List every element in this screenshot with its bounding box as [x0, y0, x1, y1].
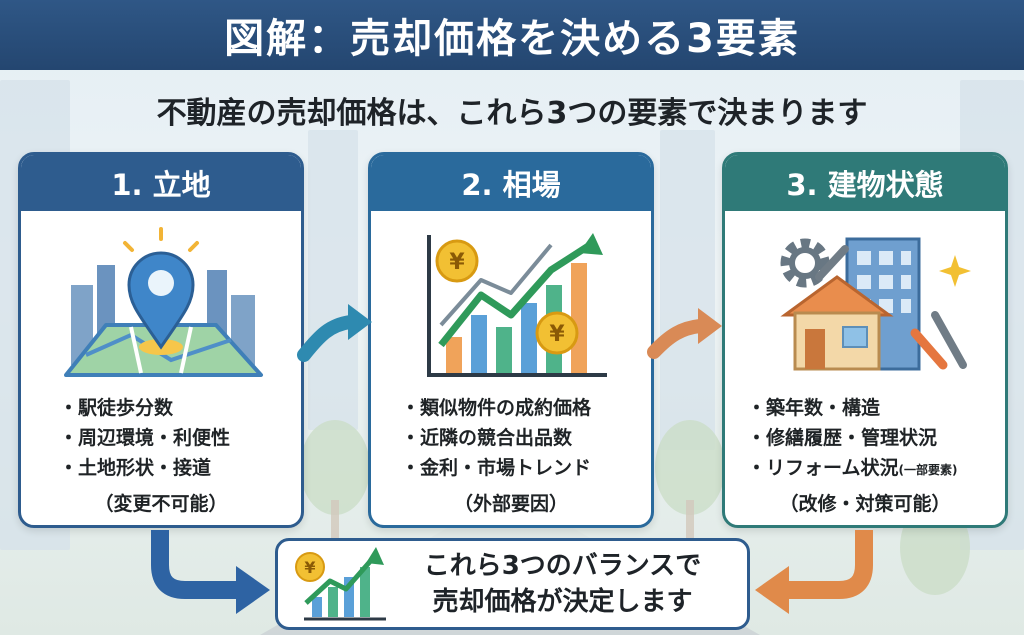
- result-text: これら3つのバランスで 売却価格が決定します: [396, 548, 747, 620]
- bg-tree-trunk: [686, 500, 694, 555]
- yen-coin-icon: ¥: [295, 552, 325, 582]
- result-line-1: これら3つのバランスで: [423, 551, 702, 581]
- arrow-down-left-icon: [785, 530, 873, 599]
- yen-coin-icon: ¥: [535, 311, 579, 355]
- list-item: 修繕履歴・管理状況: [725, 423, 1005, 453]
- gear-icon: [780, 238, 830, 288]
- title-bar: 図解：売却価格を決める3要素: [0, 0, 1024, 70]
- bg-tree-trunk: [331, 500, 339, 555]
- list-item-suffix: (一部要素): [898, 463, 958, 477]
- list-item: リフォーム状況(一部要素): [725, 453, 1005, 485]
- card-note: （改修・対策可能）: [779, 493, 951, 515]
- bg-building: [308, 130, 358, 430]
- list-item: 近隣の競合出品数: [371, 423, 651, 453]
- arrow-head: [236, 566, 270, 614]
- svg-text:¥: ¥: [549, 322, 565, 347]
- list-item: 築年数・構造: [725, 393, 1005, 423]
- svg-text:¥: ¥: [304, 558, 315, 577]
- house-icon: [780, 275, 894, 371]
- result-box: ¥ これら3つのバランスで 売却価格が決定します: [275, 538, 750, 630]
- growth-chart-icon: ¥ ¥: [427, 233, 607, 377]
- card-note: （変更不可能）: [94, 493, 228, 515]
- map-pin-icon: [64, 227, 263, 377]
- building-icon: [780, 237, 971, 371]
- subtitle: 不動産の売却価格は、これら3つの要素で決まります: [156, 96, 868, 131]
- yen-coin-icon: ¥: [435, 239, 479, 283]
- card-heading: 3. 建物状態: [725, 155, 1005, 211]
- list-item: 類似物件の成約価格: [371, 393, 651, 423]
- card-location: 1. 立地 駅徒歩分数 周辺環境・利便性 土地形状・接道 （変更不可能）: [18, 152, 304, 528]
- sparkle-icon: [939, 255, 971, 287]
- card-heading: 1. 立地: [21, 155, 301, 211]
- arrow-head: [755, 566, 789, 614]
- svg-text:¥: ¥: [449, 250, 465, 275]
- page-title: 図解：売却価格を決める3要素: [224, 16, 800, 62]
- growth-chart-icon: ¥: [295, 547, 386, 621]
- list-item: 周辺環境・利便性: [21, 423, 301, 453]
- card-note: （外部要因）: [453, 493, 568, 515]
- list-item: 金利・市場トレンド: [371, 453, 651, 483]
- card-factor-list: 類似物件の成約価格 近隣の競合出品数 金利・市場トレンド: [371, 393, 651, 483]
- arrow-down-right-icon: [151, 530, 240, 599]
- wrench-icon: [815, 245, 967, 370]
- list-item: 駅徒歩分数: [21, 393, 301, 423]
- bg-tree: [300, 420, 370, 515]
- list-item: 土地形状・接道: [21, 453, 301, 483]
- card-building-condition: 3. 建物状態 築年数・構造 修繕履歴・管理状況: [722, 152, 1008, 528]
- result-line-2: 売却価格が決定します: [432, 587, 693, 617]
- card-factor-list: 駅徒歩分数 周辺環境・利便性 土地形状・接道: [21, 393, 301, 483]
- list-item-text: リフォーム状況: [766, 457, 899, 479]
- bg-tree: [655, 420, 725, 515]
- card-heading: 2. 相場: [371, 155, 651, 211]
- bg-building: [660, 130, 715, 450]
- card-market: 2. 相場 ¥ ¥ 類似物件の成約価格 近隣の競合出品数 金利・市場トレンド （…: [368, 152, 654, 528]
- card-factor-list: 築年数・構造 修繕履歴・管理状況 リフォーム状況(一部要素): [725, 393, 1005, 485]
